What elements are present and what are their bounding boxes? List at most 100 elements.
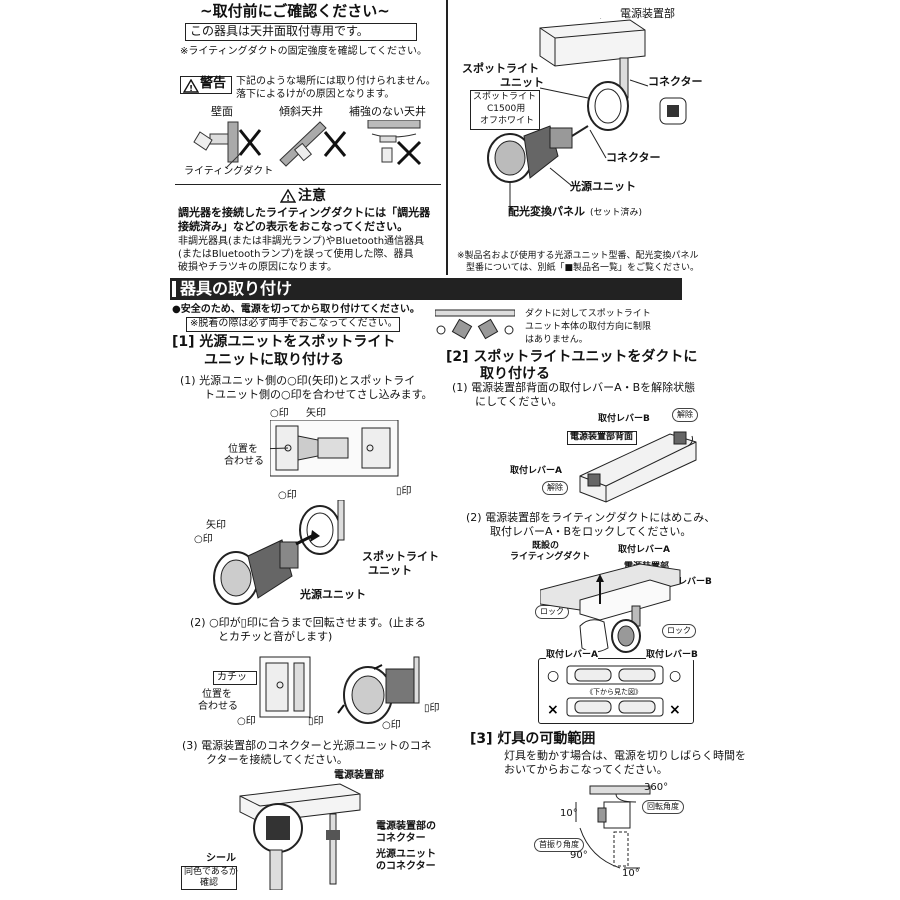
existing-duct-2: ライティングダクト [510, 552, 591, 562]
safety-line-2-box [186, 317, 400, 332]
caution-text-2: (またはBluetoothランプ)を誤って使用した際、器具 [178, 249, 414, 260]
panel-note: (セット済み) [590, 208, 643, 218]
spotlight-unit-label-1: スポットライト [462, 62, 539, 75]
safety-line-2: ※脱着の際は必ず両手でおこなってください。 [190, 318, 398, 329]
mark-arrow-label-2: 矢印 [206, 520, 226, 531]
spot-label-1: スポットライト [362, 550, 439, 563]
power-connector-label-1: 電源装置部の [376, 821, 436, 832]
direction-text-3: はありません。 [525, 335, 588, 345]
step3-text-1: 灯具を動かす場合は、電源を切りしばらく時間を [504, 749, 746, 762]
step1-sub3-line-2: クターを接続してください。 [206, 753, 348, 766]
place-wall-label: 壁面 [211, 105, 233, 118]
same-check-1: 同色であるか [184, 867, 238, 877]
svg-text:!: ! [189, 84, 193, 93]
below-view-frame [538, 658, 694, 724]
place-weak-label: 補強のない天井 [349, 105, 426, 118]
step1-sub2-line-1: (2) ○印が▯印に合うまで回転させます。(止まる [190, 616, 426, 629]
section-title: 器具の取り付け [180, 279, 293, 298]
step2-sub2-line-2: 取付レバーA・Bをロックしてください。 [490, 525, 692, 538]
rotate-illustration [250, 655, 450, 729]
duct-mount-illustration [539, 560, 690, 664]
back-label: 電源装置部背面 [570, 432, 634, 442]
same-check-box [181, 866, 237, 890]
align-label-2a: 位置を [202, 689, 232, 700]
spec-line-1: スポットライト [473, 92, 537, 102]
lock-pill-2: ロック [662, 624, 696, 638]
caution-frame [175, 184, 441, 185]
light-unit-label-2: 光源ユニット [300, 588, 366, 601]
footnote-1: ※製品名および使用する光源ユニット型番、配光変換パネル [457, 251, 699, 261]
lighting-duct-label: ライティングダクト [184, 166, 274, 177]
light-unit-label: 光源ユニット [570, 180, 636, 193]
click-label: カチッ [217, 672, 247, 683]
back-label-box [567, 431, 637, 445]
power-unit-label: 電源装置部 [620, 7, 675, 20]
mark-bar-label-2: ▯印 [308, 716, 324, 727]
mark-bar-label-1: ▯印 [396, 486, 412, 497]
direction-illustration [434, 308, 516, 346]
deg-10b-label: 10° [622, 868, 640, 879]
step1-sub1-line-1: (1) 光源ユニット側の○印(矢印)とスポットライ [180, 374, 416, 387]
step2-sub2-line-1: (2) 電源装置部をライティングダクトにはめこみ、 [466, 511, 716, 524]
svg-text:×: × [669, 702, 681, 718]
section-bar [170, 278, 682, 300]
warning-text-1: 下記のような場所には取り付けられません。 [236, 76, 436, 87]
warning-text-2: 落下によるけがの原因となります。 [236, 89, 395, 100]
lever-a-label-2: 取付レバーA [618, 545, 670, 555]
release-pill-2: 解除 [542, 481, 568, 495]
caution-text-3: 破損やチラツキの原因になります。 [178, 262, 337, 273]
mark-circle-label-5: ○印 [382, 720, 401, 731]
lever-b-label-2: 取付レバーB [660, 577, 712, 587]
ceiling-only-text: この器具は天井面取付専用です。 [190, 24, 369, 38]
lever-a-label-1: 取付レバーA [510, 466, 562, 476]
mark-arrow-label-1: 矢印 [306, 408, 326, 419]
spotlight-unit-label-2: ユニット [500, 76, 544, 89]
deg-360-label: 360° [644, 782, 669, 793]
caution-text-1: 非調光器具(または非調光ランプ)やBluetooth通信器具 [178, 236, 425, 247]
precheck-heading: ~取付前にご確認ください~ [200, 2, 390, 20]
caution-label: 注意 [298, 188, 326, 204]
spot-label-2: ユニット [368, 564, 412, 577]
step1-title-2: ユニットに取り付ける [204, 352, 344, 368]
duct-note: ※ライティングダクトの固定強度を確認してください。 [180, 46, 427, 57]
below-view-caption: 《下から見た図》 [586, 688, 642, 696]
spec-box [470, 90, 540, 130]
connector-illustration [230, 780, 370, 894]
mark-circle-label-3: ○印 [194, 534, 213, 545]
deg-10a-label: 10° [560, 808, 578, 819]
connector-label-b: コネクター [606, 151, 661, 164]
svg-text:×: × [547, 702, 559, 718]
mark-circle-label-4: ○印 [237, 716, 256, 727]
safety-line-1: ●安全のため、電源を切ってから取り付けてください。 [172, 304, 420, 315]
step2-sub1-line-2: にしてください。 [475, 395, 563, 408]
caution-bold-2: 接続済み」などの表示をおこなってください。 [178, 220, 409, 233]
direction-text-1: ダクトに対してスポットライト [525, 309, 651, 319]
below-view-illustration: ○ ○ × × [545, 664, 685, 724]
lever-release-illustration [570, 420, 700, 514]
step3-text-2: おいてからおこなってください。 [504, 763, 668, 776]
release-pill-1: 解除 [672, 408, 698, 422]
tilt-angle-pill: 首振り角度 [534, 838, 584, 852]
step2-title-2: 取り付ける [480, 366, 550, 382]
align-label-2b: 合わせる [198, 701, 238, 712]
ceiling-only-box [185, 23, 417, 41]
caution-triangle-icon: ! [279, 188, 297, 207]
svg-text:○: ○ [669, 668, 681, 684]
power-unit-label-2: 電源装置部 [334, 770, 384, 781]
step3-title: [3] 灯具の可動範囲 [470, 731, 596, 747]
spec-line-2: C1500用 [487, 104, 526, 114]
light-connector-label-1: 光源ユニット [376, 849, 436, 860]
mark-bar-label-3: ▯印 [424, 703, 440, 714]
step2-sub1-line-1: (1) 電源装置部背面の取付レバーA・Bを解除状態 [452, 381, 696, 394]
connector-label-a: コネクター [648, 75, 703, 88]
lever-b-label-1: 取付レバーB [598, 414, 650, 424]
warning-triangle-icon: ! [182, 78, 200, 97]
movable-range-illustration [560, 784, 680, 888]
warning-label-box [180, 76, 232, 94]
seal-label: シール [206, 853, 236, 864]
deg-90-label: 90° [570, 850, 588, 861]
svg-text:!: ! [286, 194, 290, 203]
place-slope-label: 傾斜天井 [279, 105, 323, 118]
align-label-1b: 合わせる [224, 456, 264, 467]
section-bar-accent [172, 281, 176, 297]
